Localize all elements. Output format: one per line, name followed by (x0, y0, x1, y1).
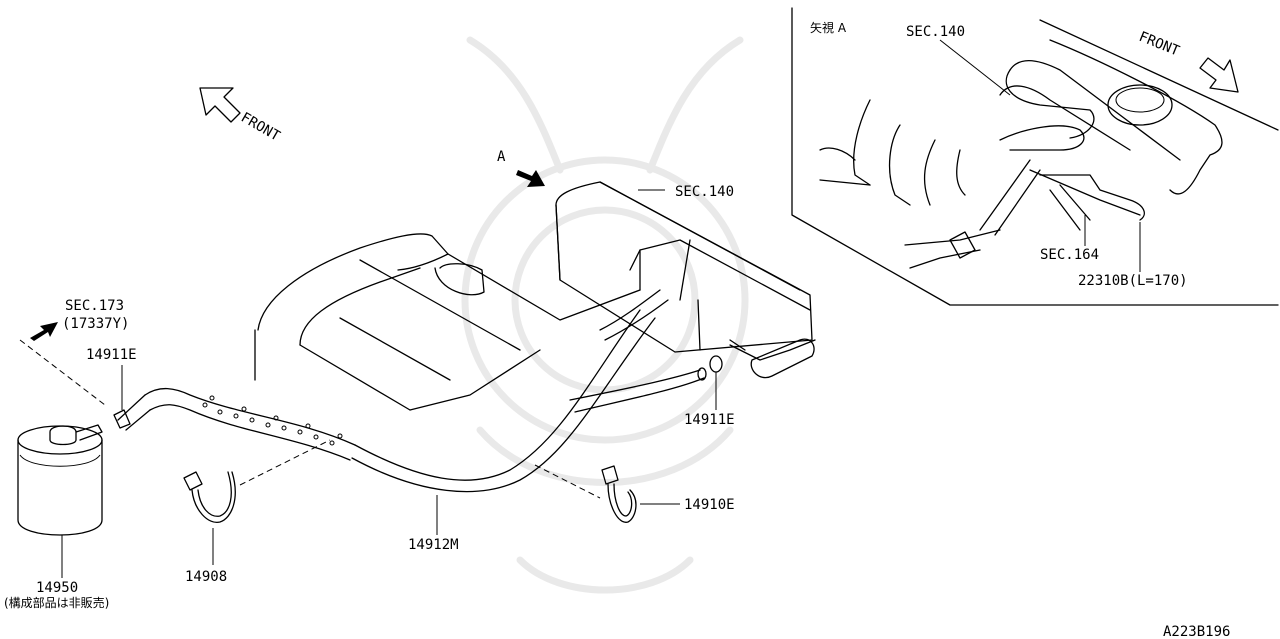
view-a-marker: A (497, 149, 506, 165)
front-label: FRONT (238, 110, 283, 145)
sec173-arrow-icon (30, 322, 58, 341)
hose-14912m (351, 289, 707, 493)
clip-14911e-right (709, 355, 723, 410)
clamp-14908 (183, 471, 236, 565)
clamp-14910e (601, 465, 680, 523)
label-sec173-sub: (17337Y) (62, 316, 129, 332)
label-14911e-right: 14911E (684, 412, 735, 428)
inset-label-sec140: SEC.140 (906, 24, 965, 40)
inset-front-label: FRONT (1137, 29, 1183, 60)
view-arrow-icon (516, 170, 545, 187)
label-sec173: SEC.173 (65, 298, 124, 314)
label-14950: 14950 (36, 580, 78, 596)
label-14908: 14908 (185, 569, 227, 585)
inset-view-a: 矢視 A SEC.140 FRONT SEC.164 22310B(L=170) (791, 7, 1279, 306)
inset-label-22310b: 22310B(L=170) (1078, 273, 1188, 289)
leader-lines (19, 189, 665, 535)
label-14911e-left: 14911E (86, 347, 137, 363)
label-14950-note: (構成部品は非販売) (4, 595, 109, 610)
label-14910e: 14910E (684, 497, 735, 513)
inset-title: 矢視 A (810, 20, 847, 35)
front-arrow-icon (199, 87, 241, 123)
inset-label-sec164: SEC.164 (1040, 247, 1099, 263)
figure-code: A223B196 (1163, 624, 1230, 639)
inset-front-arrow-icon (1199, 57, 1239, 93)
canister-14950 (17, 409, 131, 578)
label-14912m: 14912M (408, 537, 459, 553)
label-sec140: SEC.140 (675, 184, 734, 200)
engine-manifold (254, 181, 816, 411)
hose-spotted (117, 387, 356, 461)
